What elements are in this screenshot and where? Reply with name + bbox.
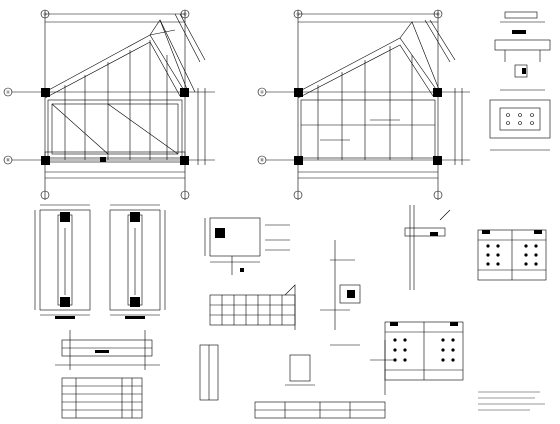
small-section-detail	[199, 344, 315, 401]
splice-2-bolts	[390, 322, 458, 362]
bottom-schedule-table	[254, 401, 386, 419]
column-detail-left-blocks	[55, 212, 75, 319]
axis-label: Ⓐ	[260, 89, 264, 95]
plan-1-roof-framing	[3, 9, 215, 200]
axis-label: ②	[183, 12, 187, 17]
column-detail-left	[34, 204, 91, 316]
steel-connection-blocks	[347, 290, 355, 298]
base-plate-detail	[204, 217, 290, 275]
plan-2-columns	[294, 88, 442, 165]
bolted-splice-plate-2	[384, 321, 464, 381]
splice-1-bolts	[430, 230, 542, 266]
axis-label: ②	[436, 12, 440, 17]
rebar-cage-detail	[209, 284, 296, 330]
axis-label: Ⓐ	[6, 89, 10, 95]
top-right-solid-blocks	[512, 30, 526, 74]
member-schedule-table	[61, 377, 143, 419]
beam-elevation-blocks	[95, 350, 109, 353]
axis-label: Ⓑ	[260, 157, 264, 163]
axis-label: ①	[296, 12, 300, 17]
base-plate-block	[215, 228, 244, 272]
top-right-small-details	[489, 11, 551, 151]
plan-2-roof-framing	[257, 9, 470, 200]
axis-label: Ⓑ	[6, 157, 10, 163]
general-notes	[478, 391, 545, 411]
axis-label: ①	[43, 12, 47, 17]
plan-1-columns	[41, 88, 189, 165]
column-detail-right-blocks	[125, 212, 145, 319]
steel-connection-section	[320, 240, 395, 395]
beam-elevation	[55, 330, 160, 370]
bolted-splice-plate-1	[404, 205, 547, 290]
